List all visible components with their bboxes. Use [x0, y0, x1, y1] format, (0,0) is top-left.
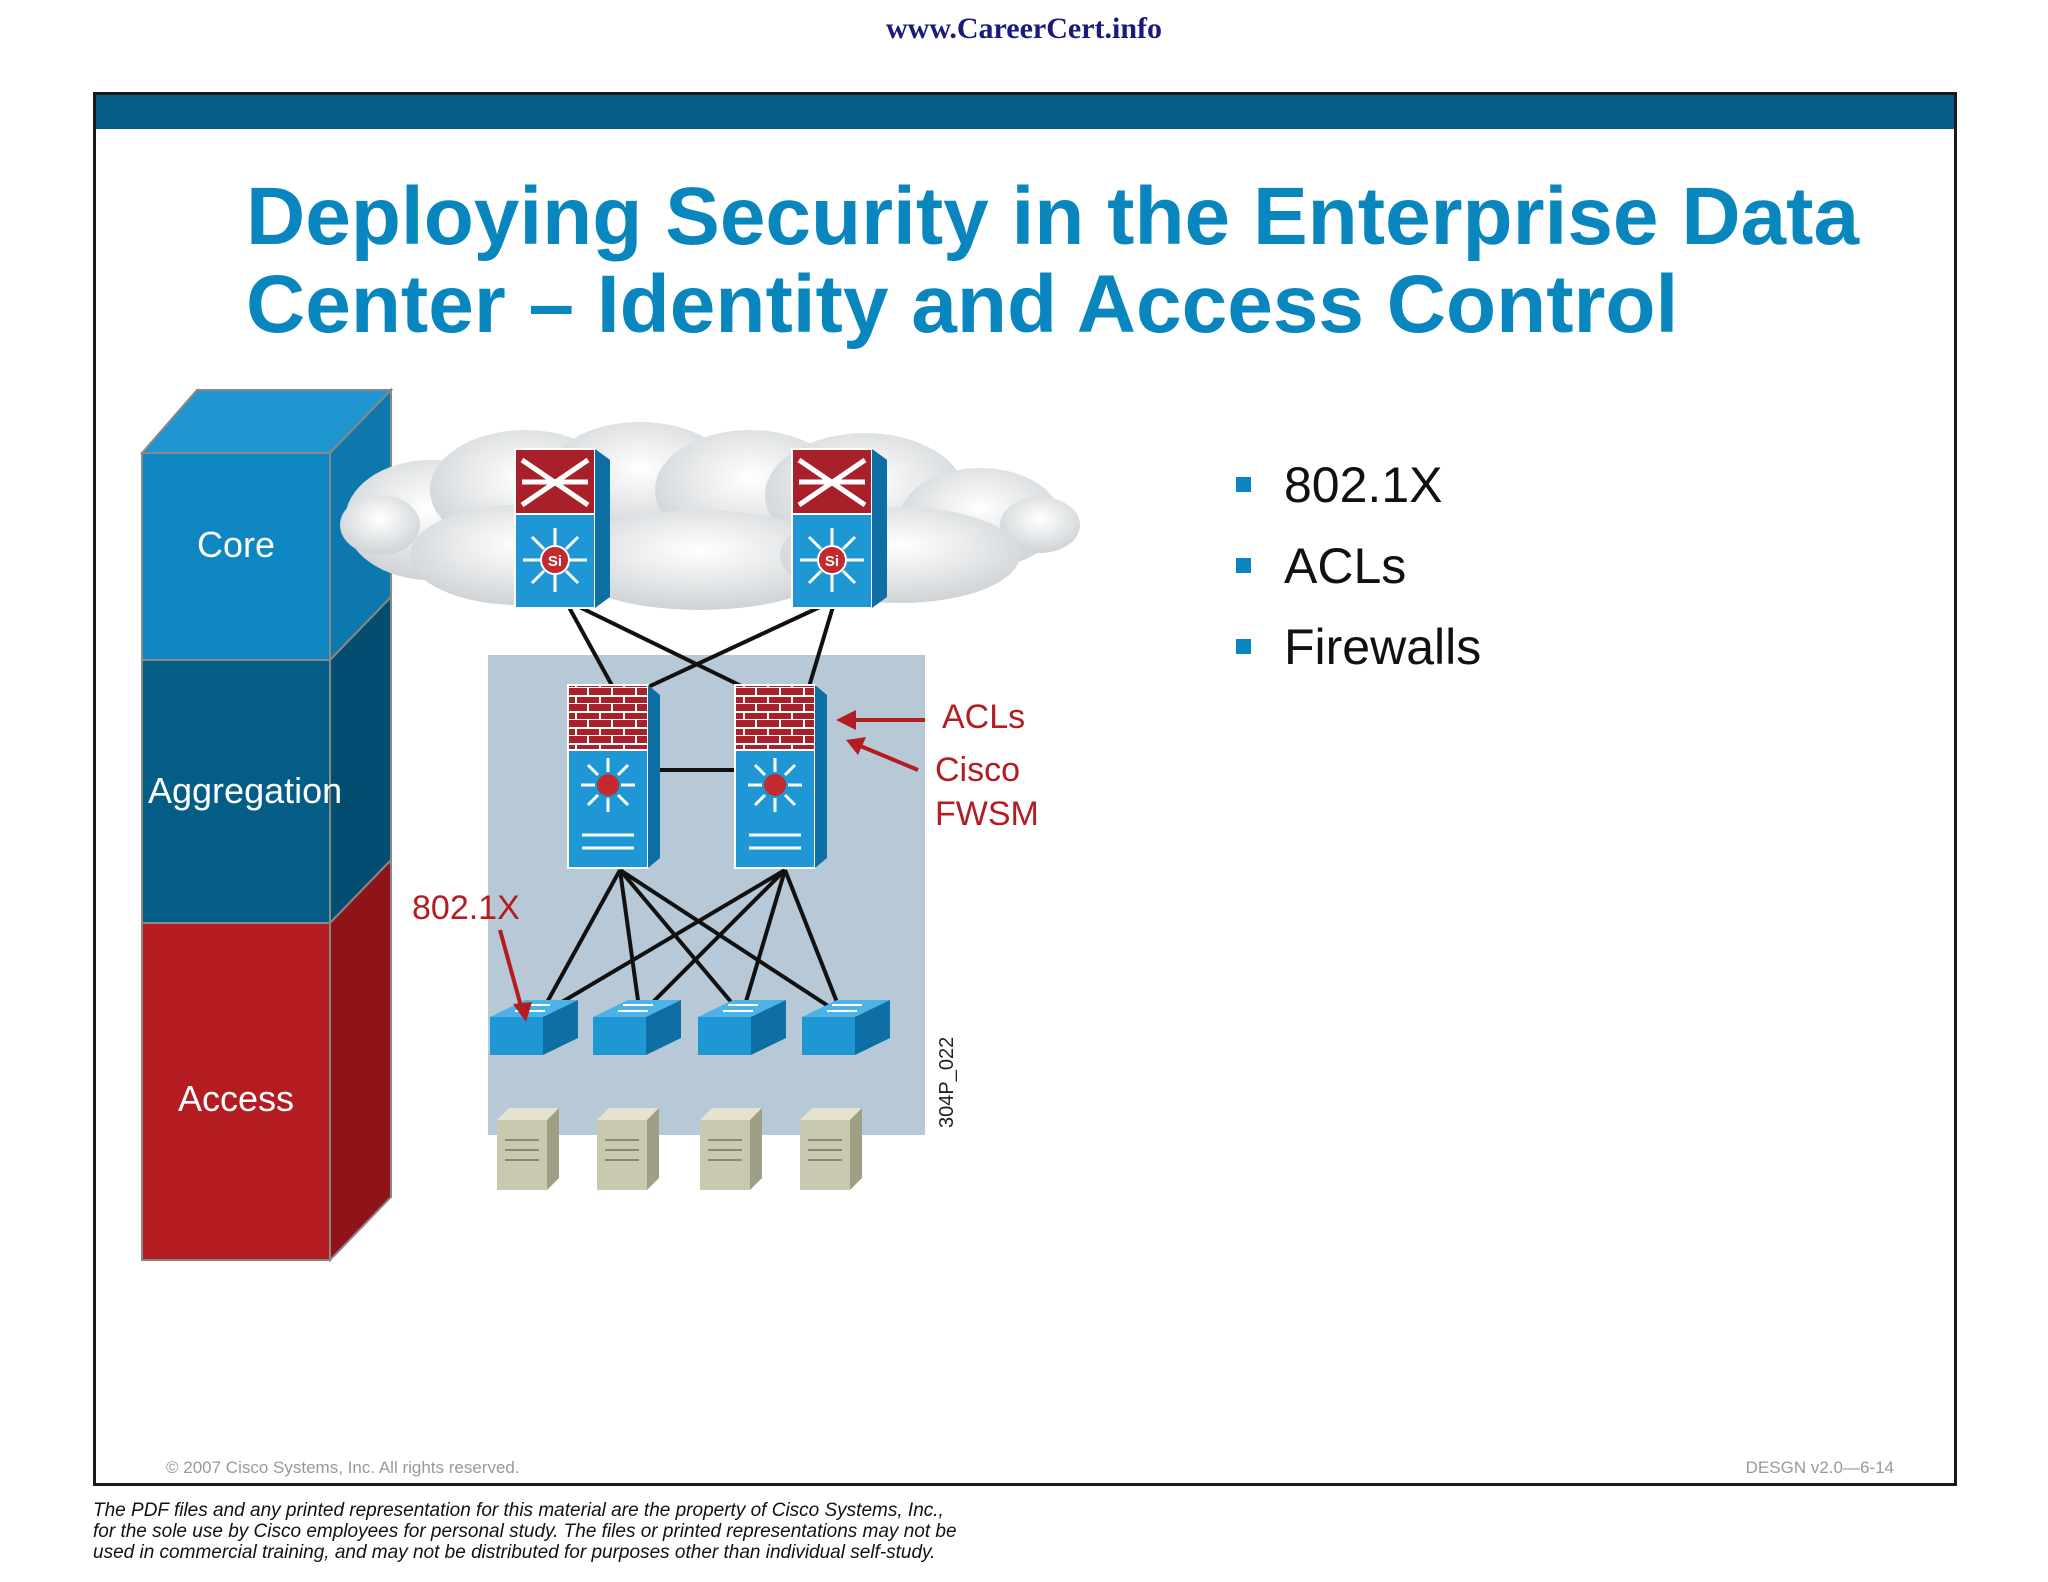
server-icon — [700, 1108, 762, 1190]
access-label: Access — [178, 1078, 294, 1119]
dot1x-arrow — [498, 929, 524, 1011]
disclaimer-line-3: used in commercial training, and may not… — [93, 1542, 936, 1563]
link — [783, 869, 844, 1016]
access-switch — [802, 1000, 890, 1055]
site-url[interactable]: www.CareerCert.info — [885, 12, 1163, 45]
servers — [497, 1108, 862, 1190]
aggregation-switch-1 — [567, 684, 660, 869]
link — [618, 868, 844, 1017]
access-switch — [698, 1000, 786, 1055]
disclaimer: The PDF files and any printed representa… — [93, 1500, 1193, 1563]
slide-title: Deploying Security in the Enterprise Dat… — [246, 173, 1906, 349]
bullet-item: 802.1X — [1236, 455, 1481, 536]
fwsm-arrow — [857, 743, 919, 772]
callout-arrows — [498, 710, 925, 1022]
figure-id: 304P_022 — [936, 1037, 958, 1128]
disclaimer-line-1: The PDF files and any printed representa… — [93, 1500, 944, 1521]
link — [803, 599, 837, 701]
server-icon — [800, 1108, 862, 1190]
fwsm-callout-line2: FWSM — [935, 795, 1039, 833]
core-cloud — [340, 422, 1080, 610]
firewall-icon — [567, 684, 649, 751]
link — [564, 598, 771, 702]
access-side — [329, 857, 392, 1263]
layer-stack: Core Aggregation Access — [139, 387, 394, 1263]
core-label: Core — [197, 524, 275, 565]
switch-logo: Si — [825, 553, 839, 570]
bullet-square-icon — [1236, 639, 1251, 654]
fwsm-callout-line1: Cisco — [935, 751, 1020, 789]
core-switch-2: Si — [791, 448, 887, 609]
core-layer — [141, 452, 331, 661]
aggregation-layer — [141, 659, 331, 924]
dot1x-callout: 802.1X — [412, 889, 520, 927]
link — [563, 599, 622, 701]
link — [638, 868, 787, 1017]
course-code: DESGN v2.0—6-14 — [1745, 1458, 1894, 1477]
access-layer — [141, 922, 331, 1261]
slide: Deploying Security in the Enterprise Dat… — [93, 92, 1957, 1486]
access-module-background — [488, 655, 925, 1135]
server-icon — [497, 1108, 559, 1190]
bullet-item: Firewalls — [1236, 617, 1481, 698]
access-switch — [490, 1000, 578, 1055]
link — [619, 598, 836, 702]
bullet-item: ACLs — [1236, 536, 1481, 617]
server-icon — [597, 1108, 659, 1190]
title-line-1: Deploying Security in the Enterprise Dat… — [246, 171, 1860, 262]
aggregation-switch-2 — [734, 684, 827, 869]
link — [538, 868, 787, 1017]
link — [618, 868, 744, 1017]
slide-top-bar — [96, 95, 1954, 129]
core-switch-1: Si — [514, 448, 610, 609]
acls-callout: ACLs — [942, 698, 1025, 736]
bullet-list: 802.1X ACLs Firewalls — [1236, 455, 1481, 698]
access-switches — [490, 1000, 890, 1055]
bullet-square-icon — [1236, 558, 1251, 573]
aggregation-label: Aggregation — [148, 770, 342, 811]
bullet-square-icon — [1236, 477, 1251, 492]
switch-logo: Si — [548, 553, 562, 570]
access-switch — [593, 1000, 681, 1055]
network-links — [538, 598, 844, 1017]
link — [740, 869, 787, 1016]
link — [538, 869, 622, 1016]
link — [618, 869, 642, 1016]
title-line-2: Center – Identity and Access Control — [246, 259, 1679, 350]
copyright: © 2007 Cisco Systems, Inc. All rights re… — [166, 1458, 520, 1477]
firewall-icon — [734, 684, 816, 751]
disclaimer-line-2: for the sole use by Cisco employees for … — [93, 1521, 957, 1542]
